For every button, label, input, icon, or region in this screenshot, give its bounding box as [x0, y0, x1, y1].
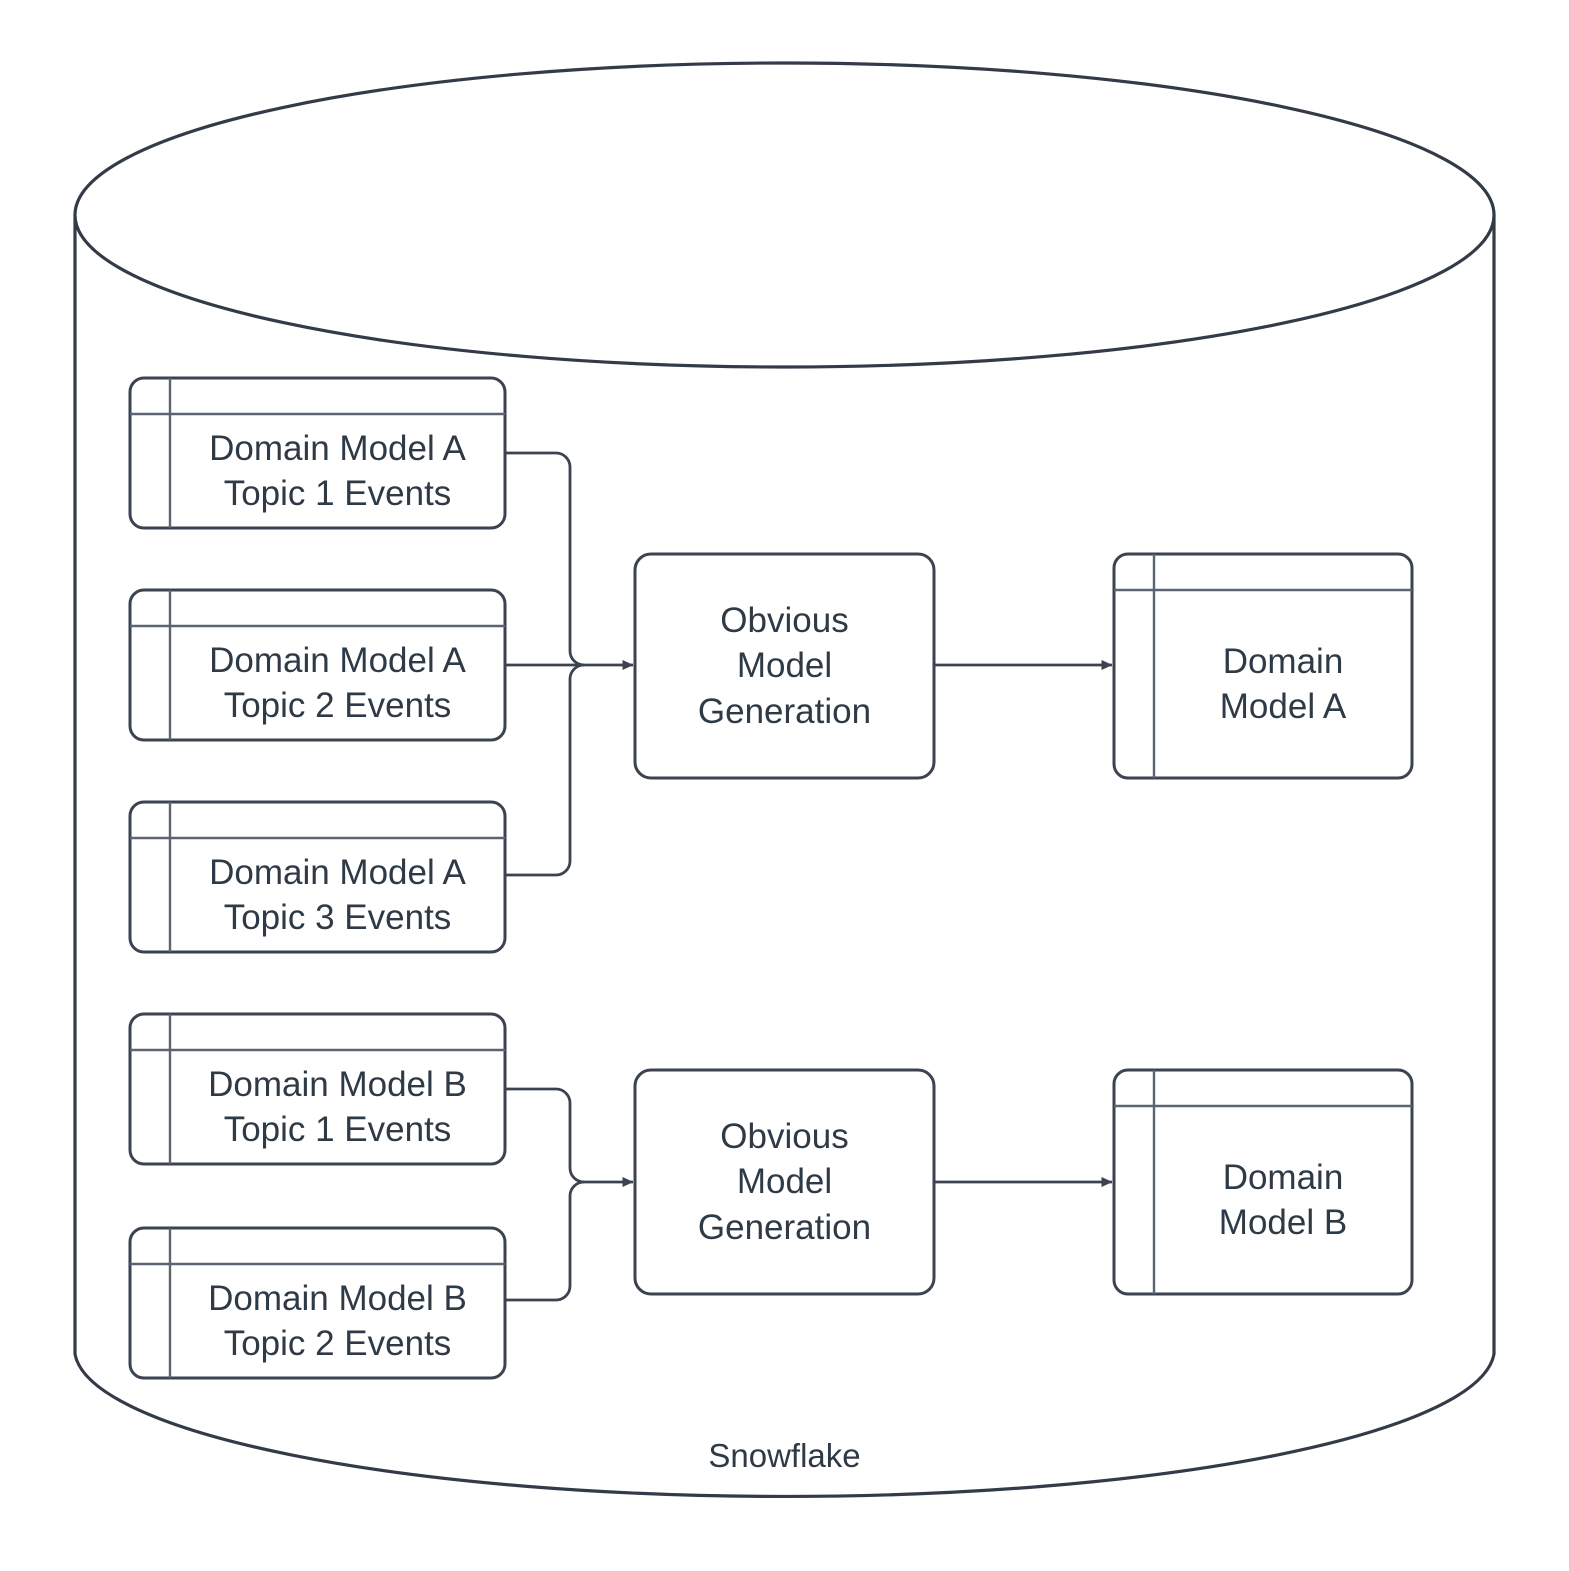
connector-a3-to-proc: [505, 663, 585, 877]
output-table-a[interactable]: [1112, 552, 1414, 780]
connector-a1-to-proc: [505, 451, 585, 667]
source-table-a2[interactable]: [128, 588, 507, 742]
connector-b1-to-proc: [505, 1087, 585, 1184]
process-box-b[interactable]: [633, 1068, 936, 1296]
process-box-a[interactable]: [633, 552, 936, 780]
source-table-b1[interactable]: [128, 1012, 507, 1166]
source-table-a3[interactable]: [128, 800, 507, 954]
connector-b2-to-proc: [505, 1180, 585, 1302]
source-table-a1[interactable]: [128, 376, 507, 530]
output-table-b[interactable]: [1112, 1068, 1414, 1296]
snowflake-container-label: Snowflake: [708, 1437, 861, 1474]
source-table-b2[interactable]: [128, 1226, 507, 1380]
